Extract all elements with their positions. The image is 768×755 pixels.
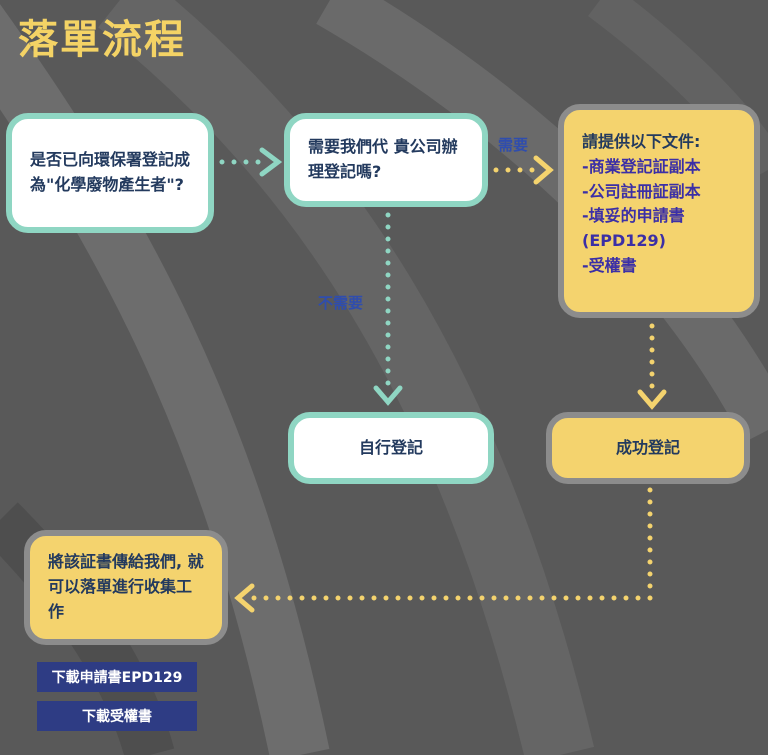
document-item-authorization: -受權書 [582, 255, 637, 275]
edge-label-no-need: 不需要 [318, 294, 364, 312]
assist-question-box: 需要我們代 貴公司辦理登記嗎? [284, 113, 488, 207]
self-register-text: 自行登記 [358, 437, 423, 457]
send-certificate-text: 將該証書傳給我們, 就可以落單進行收集工作 [48, 552, 204, 621]
success-register-text: 成功登記 [615, 437, 680, 457]
document-item-application-form: -填妥的申請書(EPD129) [582, 206, 685, 251]
send-certificate-box: 將該証書傳給我們, 就可以落單進行收集工作 [24, 530, 228, 645]
registered-question-box: 是否已向環保署登記成為"化學廢物產生者"? [6, 113, 214, 233]
assist-question-text: 需要我們代 貴公司辦理登記嗎? [308, 137, 458, 181]
page-title: 落單流程 [18, 17, 186, 63]
documents-box: 請提供以下文件: -商業登記証副本 -公司註冊証副本 -填妥的申請書(EPD12… [558, 104, 760, 318]
document-item-business-registration: -商業登記証副本 [582, 156, 701, 176]
success-register-box: 成功登記 [546, 412, 750, 484]
download-authorization-button[interactable]: 下載受權書 [37, 701, 197, 731]
download-form-button[interactable]: 下載申請書EPD129 [37, 662, 197, 692]
document-item-company-registration: -公司註冊証副本 [582, 181, 701, 201]
registered-question-text: 是否已向環保署登記成為"化學廢物產生者"? [30, 150, 191, 194]
edge-label-need: 需要 [498, 136, 529, 154]
documents-heading: 請提供以下文件: [582, 132, 701, 151]
self-register-box: 自行登記 [288, 412, 494, 484]
